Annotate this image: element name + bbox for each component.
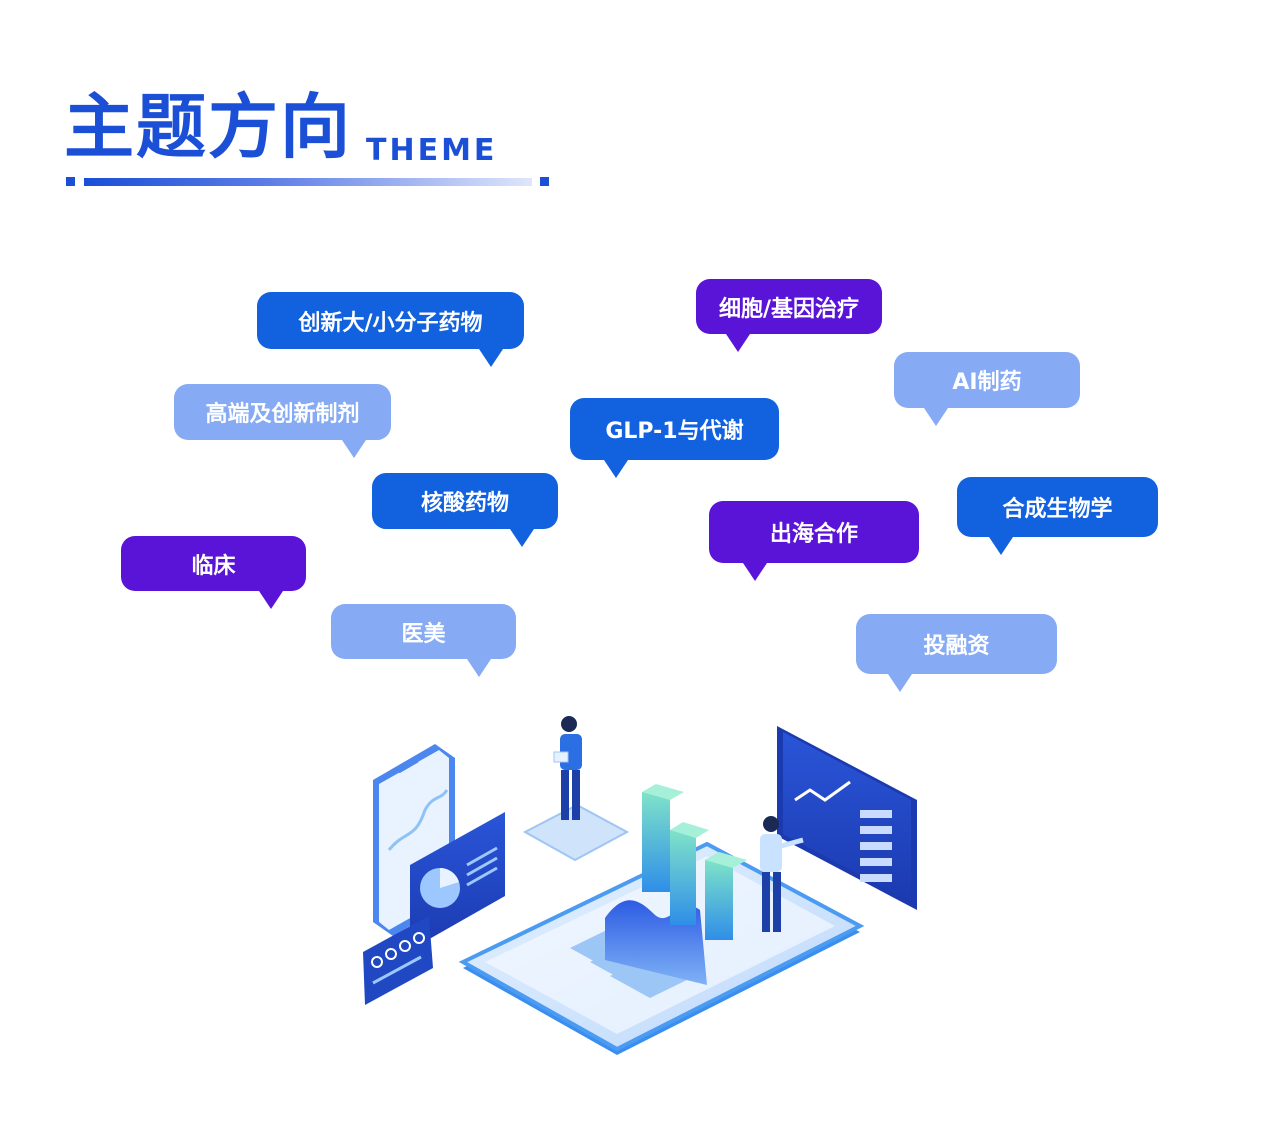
- bubble-tail: [743, 563, 767, 581]
- small-platform: [522, 803, 630, 862]
- bubble-tail: [989, 537, 1013, 555]
- topic-label: 医美: [401, 621, 446, 647]
- topic-bubble-medical-aesthetics: 医美: [331, 604, 516, 677]
- topic-bubble-advanced-formulations: 高端及创新制剂: [174, 384, 391, 458]
- bubble-tail: [888, 674, 912, 692]
- topic-label: AI制药: [952, 370, 1022, 395]
- bubble-tail: [924, 408, 948, 426]
- bubble-tail: [467, 659, 491, 677]
- dashboard-monitor: [777, 726, 917, 910]
- title-rule-left-dot: [66, 177, 75, 186]
- bubble-tail: [604, 460, 628, 478]
- topic-label: 临床: [191, 553, 236, 579]
- topic-label: 高端及创新制剂: [205, 402, 360, 427]
- topic-label: 细胞/基因治疗: [718, 296, 860, 322]
- title-rule: [84, 178, 532, 186]
- topic-bubble-synthetic-biology: 合成生物学: [957, 477, 1158, 555]
- isometric-data-analytics-illustration: [363, 716, 917, 1055]
- person-with-tablet: [553, 716, 582, 820]
- bubble-tail: [479, 349, 503, 367]
- bubble-tail: [726, 334, 750, 352]
- topic-bubble-nucleic-acid-drugs: 核酸药物: [372, 473, 558, 547]
- topic-label: 合成生物学: [1002, 497, 1113, 522]
- topic-bubble-overseas-cooperation: 出海合作: [709, 501, 919, 581]
- page-title: 主题方向: [64, 86, 352, 168]
- topic-bubble-cell-gene-therapy: 细胞/基因治疗: [696, 279, 882, 352]
- topic-bubble-glp1-metabolism: GLP-1与代谢: [570, 398, 779, 478]
- topic-label: 出海合作: [769, 522, 858, 547]
- topic-bubble-clinical: 临床: [121, 536, 306, 609]
- title-rule-right-dot: [540, 177, 549, 186]
- topic-bubble-innovative-drugs: 创新大/小分子药物: [257, 292, 524, 367]
- bar-chart-3d: [642, 784, 747, 940]
- topic-label: GLP-1与代谢: [605, 419, 744, 444]
- bubble-tail: [259, 591, 283, 609]
- topic-label: 投融资: [923, 634, 990, 659]
- pie-chart-panel: [410, 812, 505, 950]
- topic-bubble-ai-pharma: AI制药: [894, 352, 1080, 426]
- page-subtitle: THEME: [366, 133, 498, 168]
- topic-label: 创新大/小分子药物: [298, 310, 483, 336]
- toggle-card: [363, 916, 433, 1005]
- topic-label: 核酸药物: [420, 491, 509, 516]
- bubble-tail: [342, 440, 366, 458]
- bubble-tail: [510, 529, 534, 547]
- topic-bubble-investment-financing: 投融资: [856, 614, 1057, 692]
- person-at-monitor: [760, 816, 804, 932]
